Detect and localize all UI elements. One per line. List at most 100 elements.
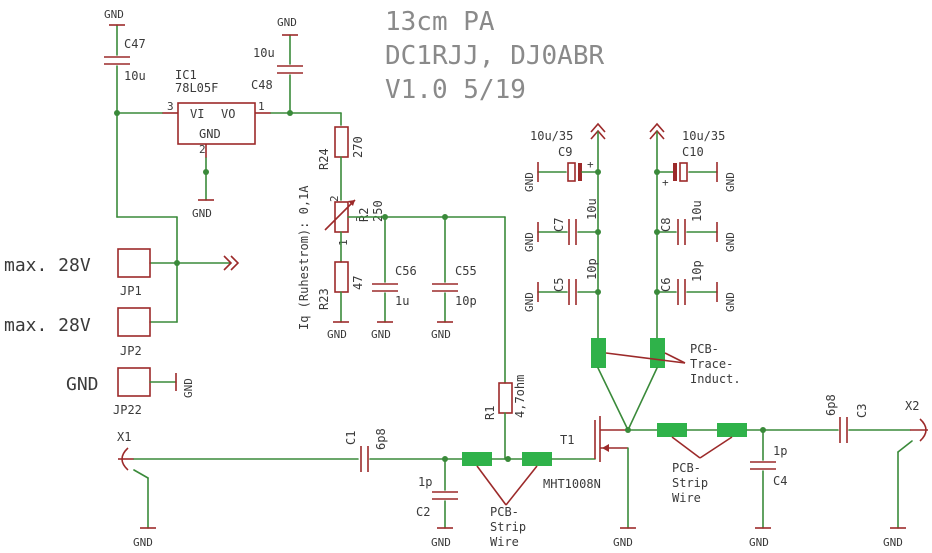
gnd-label: GND [371,328,391,341]
gnd-label: GND [192,207,212,220]
gnd-label: GND [182,378,195,398]
capacitor-c2: GND 1p C2 [416,458,458,549]
c6-ref: C6 [659,278,673,292]
c47-ref: C47 [124,37,146,51]
gnd-label: GND [883,536,903,549]
r2-ref: R2 [357,208,371,222]
c9-ref: C9 [558,145,572,159]
gnd-label: GND [133,536,153,549]
r24-value: 270 [351,136,365,158]
c1-value: 6p8 [374,428,388,450]
t1-ref: T1 [560,433,574,447]
x2-ref: X2 [905,399,919,413]
jumper-jp22: GND JP22 GND [66,367,195,417]
gnd-label: GND [104,8,124,21]
jp1-ref: JP1 [120,284,142,298]
c6-value: 10p [690,260,704,282]
c3-value: 6p8 [824,394,838,416]
gnd-label: GND [431,328,451,341]
c55-ref: C55 [455,264,477,278]
c48-ref: C48 [251,78,273,92]
c5-ref: C5 [552,278,566,292]
strip-wire-2-line-1: PCB- [672,461,701,475]
r1-ref: R1 [483,406,497,420]
gnd-label: GND [749,536,769,549]
ic1-pin3: 3 [167,100,174,113]
r2-pin2: 2 [328,195,341,202]
c1-ref: C1 [344,431,358,445]
trace-induct-line-3: Induct. [690,372,741,386]
trace-induct-line-1: PCB- [690,342,719,356]
ic1-pin2: 2 [199,143,206,156]
gnd-label: GND [523,172,536,192]
gnd-label: GND [523,292,536,312]
gnd-label: GND [724,232,737,252]
jp1-label: max. 28V [4,255,91,276]
trace-induct-line-2: Trace- [690,357,733,371]
capacitor-c4: GND 1p C4 [749,429,787,549]
title-line-2: DC1RJJ, DJ0ABR [385,41,604,71]
c47-value: 10u [124,69,146,83]
strip-wire-1-line-2: Strip [490,520,526,534]
gnd-label: GND [327,328,347,341]
pcb-strip-input-a [462,452,492,466]
r2-pin1: 1 [337,239,350,246]
r1-value: 4,7ohm [513,375,527,418]
capacitor-c1: C1 6p8 [344,428,388,472]
r24-ref: R24 [317,148,331,170]
jp22-label: GND [66,374,99,395]
gnd-label: GND [431,536,451,549]
jumper-jp1: max. 28V JP1 [4,248,151,298]
pcb-trace-induct-right [650,338,665,368]
capacitor-c6: GND C6 10p [656,260,737,312]
pcb-strip-input-b [522,452,552,466]
c2-value: 1p [418,475,432,489]
gnd-label: GND [523,232,536,252]
gnd-label: GND [724,292,737,312]
jp22-ref: JP22 [113,403,142,417]
capacitor-c55: GND C55 10p [431,216,477,341]
transistor-t1: GND T1 MHT1008N [543,416,636,549]
r2-pin3: 3 [354,215,367,222]
ic1-part: 78L05F [175,81,218,95]
pcb-strip-output-a [657,423,687,437]
jp2-ref: JP2 [120,344,142,358]
ic1-pin1: 1 [258,100,265,113]
c8-value: 10u [690,200,704,222]
ic1-vo: VO [221,107,235,121]
title-line-1: 13cm PA [385,7,495,37]
r23-value: 47 [351,276,365,290]
ic1-gnd: GND [199,127,221,141]
ic1-ref: IC1 [175,68,197,82]
c5-value: 10p [585,258,599,280]
title-block: 13cm PA DC1RJJ, DJ0ABR V1.0 5/19 [385,7,604,105]
c48-value: 10u [253,46,275,60]
c55-value: 10p [455,294,477,308]
capacitor-c48: GND 10u C48 [251,16,303,114]
capacitor-c47: C47 10u [104,24,146,114]
capacitor-c8: GND C8 10u [656,200,737,252]
c10-value: 10u/35 [682,129,725,143]
strip-wire-2-line-2: Strip [672,476,708,490]
capacitor-c10: + GND 10u/35 C10 [656,129,737,192]
c56-ref: C56 [395,264,417,278]
strip-wire-1-line-1: PCB- [490,505,519,519]
jumper-jp2: max. 28V JP2 [4,307,151,358]
strip-wire-2-line-3: Wire [672,491,701,505]
jp2-label: max. 28V [4,315,91,336]
c9-value: 10u/35 [530,129,573,143]
t1-part: MHT1008N [543,477,601,491]
gnd-symbol-c47: GND [104,8,125,26]
capacitor-c9: + GND 10u/35 C9 [523,129,599,192]
r23-ref: R23 [317,288,331,310]
strip-wire-1-line-3: Wire [490,535,519,549]
iq-note: Iq (Ruhestrom): 0,1A [297,185,311,330]
potentiometer-r2: R2 250 2 3 1 [324,195,385,246]
connector-x2: X2 GND [883,399,928,549]
c10-plus: + [662,176,669,189]
capacitor-c5: GND C5 10p [523,258,599,312]
c56-value: 1u [395,294,409,308]
c10-ref: C10 [682,145,704,159]
c7-ref: C7 [552,218,566,232]
